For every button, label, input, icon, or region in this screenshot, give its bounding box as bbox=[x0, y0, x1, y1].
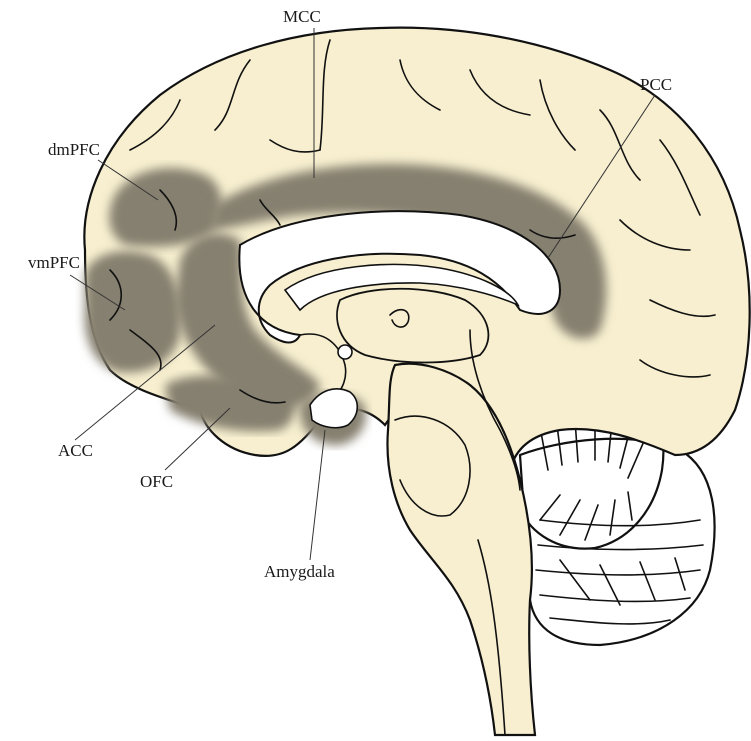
mammillary-body bbox=[338, 345, 352, 359]
label-ofc: OFC bbox=[140, 472, 173, 491]
label-acc: ACC bbox=[58, 441, 93, 460]
label-dmpfc: dmPFC bbox=[48, 140, 100, 159]
label-amygdala: Amygdala bbox=[264, 562, 335, 581]
label-mcc: MCC bbox=[283, 7, 321, 26]
thalamus bbox=[337, 289, 488, 363]
amygdala-leader bbox=[310, 430, 325, 560]
vmpfc-region bbox=[85, 251, 181, 372]
label-pcc: PCC bbox=[640, 75, 672, 94]
label-vmpfc: vmPFC bbox=[28, 253, 80, 272]
cerebellum-folia bbox=[536, 520, 703, 624]
cerebellum-outline bbox=[520, 439, 715, 645]
